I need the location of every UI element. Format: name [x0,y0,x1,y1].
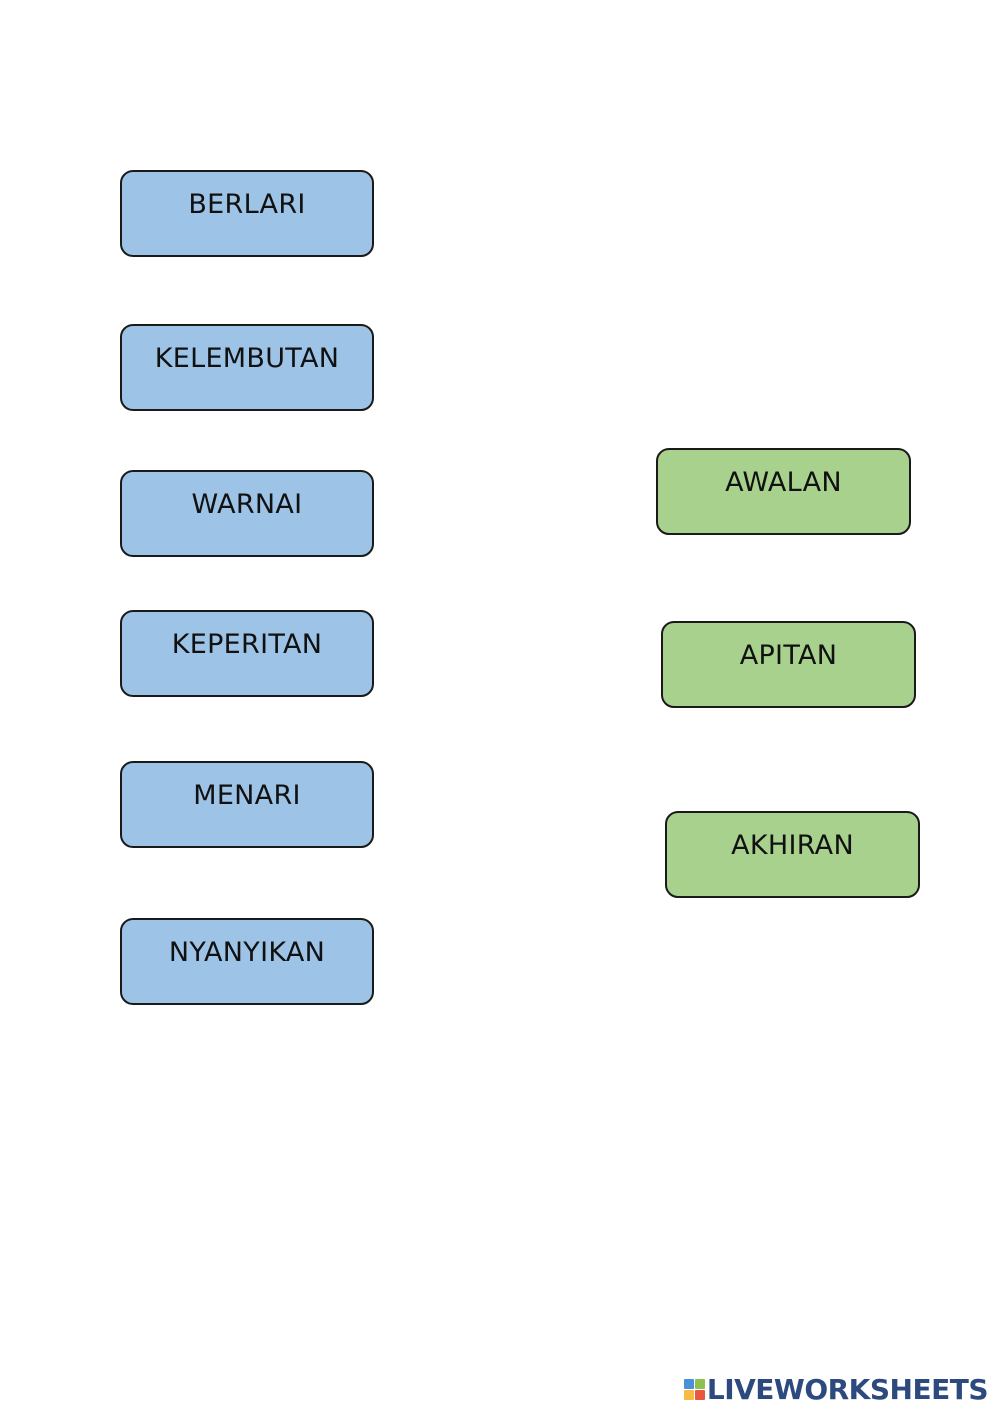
liveworksheets-logo: LIVEWORKSHEETS [683,1373,989,1406]
category-card-akhiran[interactable]: AKHIRAN [665,811,920,898]
word-card-warnai[interactable]: WARNAI [120,470,374,557]
word-card-menari[interactable]: MENARI [120,761,374,848]
liveworksheets-logo-icon [683,1379,705,1400]
word-card-kelembutan[interactable]: KELEMBUTAN [120,324,374,411]
category-card-awalan[interactable]: AWALAN [656,448,911,535]
word-card-nyanyikan[interactable]: NYANYIKAN [120,918,374,1005]
category-card-apitan[interactable]: APITAN [661,621,916,708]
word-card-keperitan[interactable]: KEPERITAN [120,610,374,697]
brand-name: LIVEWORKSHEETS [706,1373,989,1406]
word-card-berlari[interactable]: BERLARI [120,170,374,257]
